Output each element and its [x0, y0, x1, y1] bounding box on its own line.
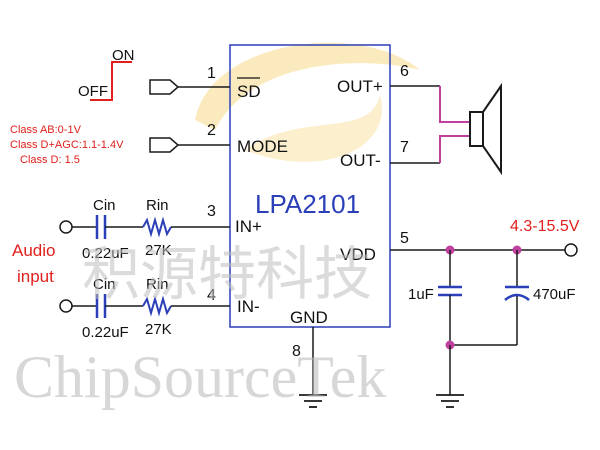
mode-note-d: Class D: 1.5: [20, 154, 80, 166]
pin-label-mode: MODE: [237, 137, 288, 156]
cin1-value: 0.22uF: [82, 245, 129, 262]
connector-pin2-icon: [149, 137, 180, 153]
ground-icon-supply: [436, 394, 464, 408]
c2-plate-bottom: [504, 293, 530, 301]
pin-number-2: 2: [207, 122, 216, 139]
cin1-label: Cin: [93, 197, 116, 214]
speaker-wiring: [439, 86, 470, 163]
chip-name: LPA2101: [255, 189, 360, 219]
cap2-value: 470uF: [533, 286, 576, 303]
pin-label-vdd: VDD: [340, 245, 376, 264]
input-terminal-2-icon: [59, 299, 73, 313]
pin-number-5: 5: [400, 230, 409, 247]
ground-icon-chip: [299, 394, 327, 408]
supply-voltage-label: 4.3-15.5V: [510, 218, 580, 235]
supply-terminal-icon: [564, 243, 578, 257]
rin1-resistor-icon: [142, 216, 172, 238]
rin1-value: 27K: [145, 242, 172, 259]
pin-label-out-minus: OUT-: [340, 151, 381, 170]
input-terminal-1-icon: [59, 220, 73, 234]
pin-number-1: 1: [207, 65, 216, 82]
switch-on-off-icon: [90, 61, 132, 101]
rin2-value: 27K: [145, 321, 172, 338]
watermark-chinese: 积源特科技: [82, 240, 372, 308]
audio-input-label-line1: Audio: [12, 241, 55, 260]
background-logo: [195, 42, 420, 162]
rin1-label: Rin: [146, 197, 169, 214]
watermark-english: ChipSourceTek: [14, 344, 386, 410]
rin2-label: Rin: [146, 276, 169, 293]
pin-label-sd: SD: [237, 82, 261, 101]
pin-number-6: 6: [400, 63, 409, 80]
connector-pin1-icon: [149, 79, 180, 95]
cap1-value: 1uF: [408, 286, 434, 303]
pin-number-7: 7: [400, 139, 409, 156]
switch-on-label: ON: [112, 47, 135, 64]
pin-label-out-plus: OUT+: [337, 77, 383, 96]
pin-label-in-plus: IN+: [235, 217, 262, 236]
rin2-resistor-icon: [142, 295, 172, 317]
pin-number-4: 4: [207, 287, 216, 304]
speaker-icon: [469, 82, 502, 176]
cin2-label: Cin: [93, 276, 116, 293]
audio-input-label-line2: input: [17, 267, 54, 286]
pin-label-in-minus: IN-: [237, 297, 260, 316]
chip-body: [229, 44, 391, 328]
mode-note-d-agc: Class D+AGC:1.1-1.4V: [10, 139, 124, 151]
pin-label-gnd: GND: [290, 308, 328, 327]
pin-number-3: 3: [207, 203, 216, 220]
cin2-value: 0.22uF: [82, 324, 129, 341]
pin-number-8: 8: [292, 343, 301, 360]
switch-off-label: OFF: [78, 83, 108, 100]
mode-note-ab: Class AB:0-1V: [10, 124, 82, 136]
